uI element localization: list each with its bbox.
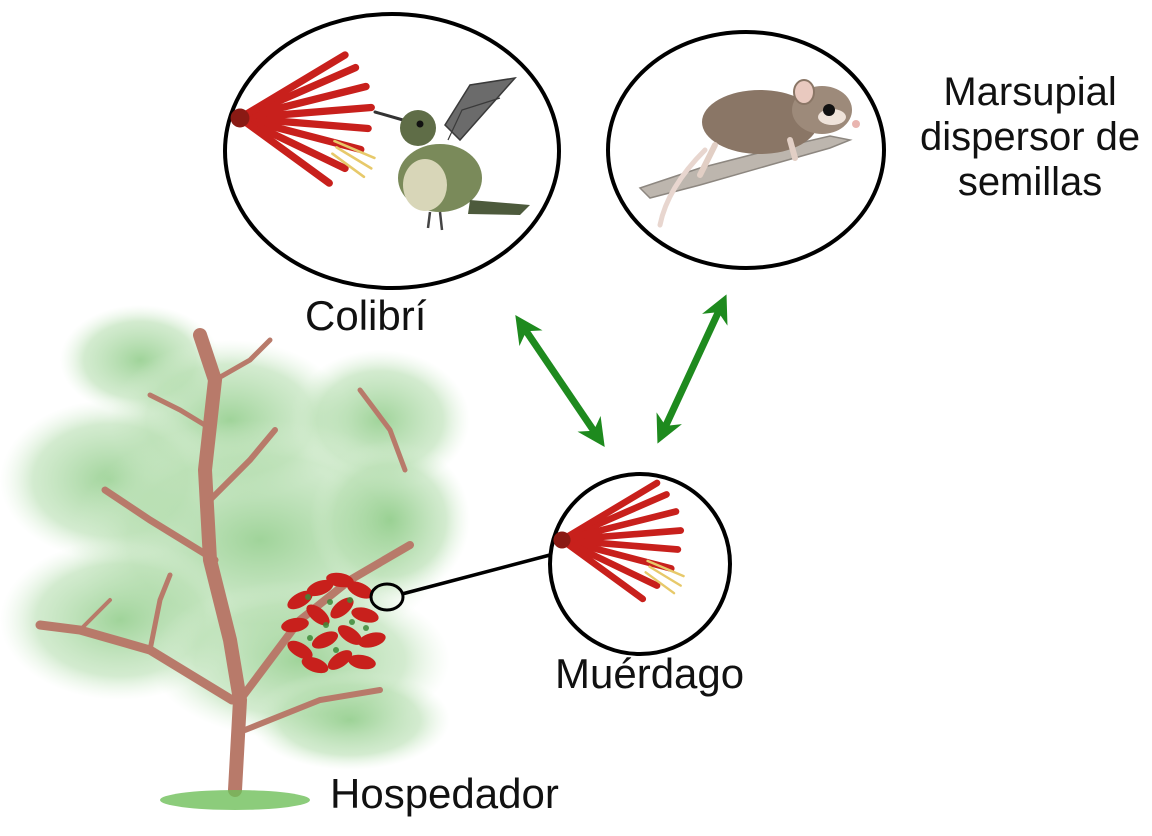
interaction-arrows bbox=[520, 302, 723, 440]
colibri-circle bbox=[225, 14, 559, 288]
label-marsupial: Marsupial dispersor de semillas bbox=[920, 70, 1140, 204]
arrow-colibri-muerdago bbox=[520, 322, 600, 440]
label-muerdago: Muérdago bbox=[555, 650, 744, 697]
muerdago-circle bbox=[550, 474, 730, 654]
marsupial-circle bbox=[608, 32, 884, 268]
label-colibri: Colibrí bbox=[305, 292, 426, 339]
label-marsupial-line1: Marsupial bbox=[920, 70, 1140, 115]
host-tree-icon bbox=[0, 305, 470, 810]
grass-base bbox=[160, 790, 310, 810]
label-marsupial-line2: dispersor de bbox=[920, 115, 1140, 160]
label-hospedador: Hospedador bbox=[330, 770, 559, 817]
label-marsupial-line3: semillas bbox=[920, 160, 1140, 205]
arrow-marsupial-muerdago bbox=[661, 302, 723, 436]
